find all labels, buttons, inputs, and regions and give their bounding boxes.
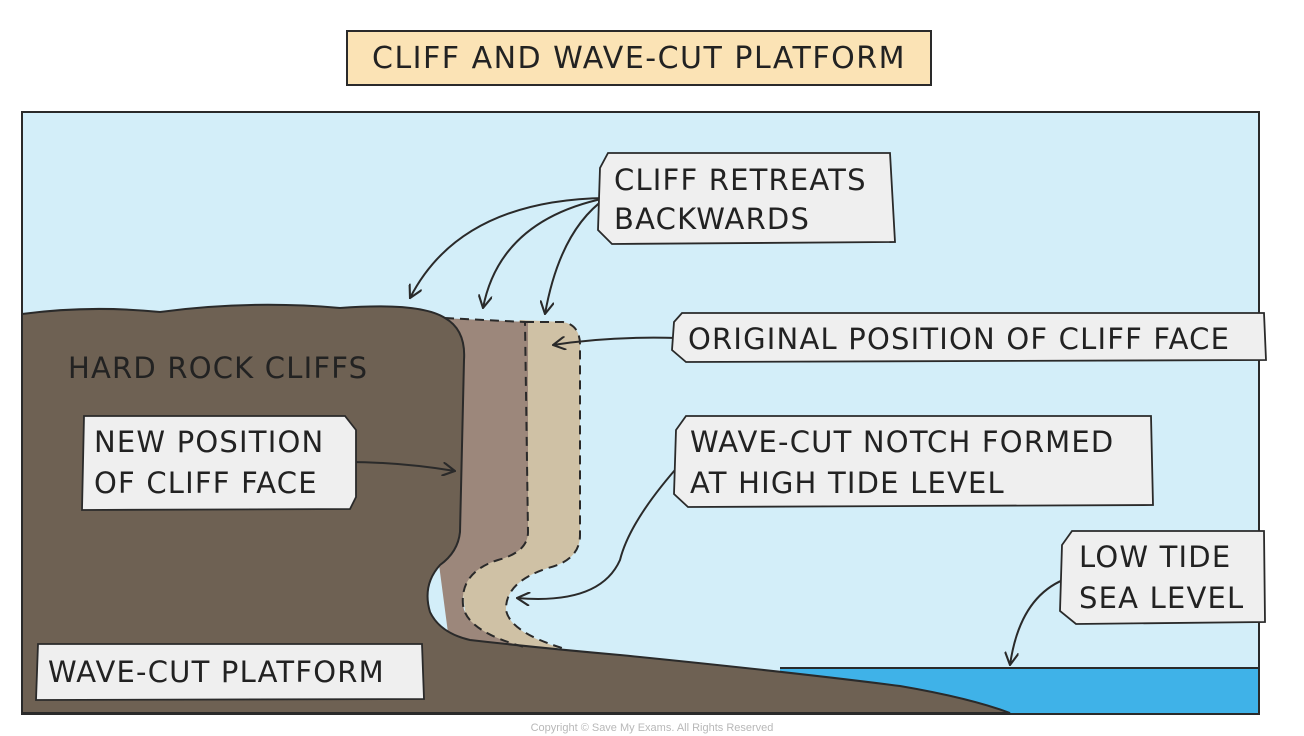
diagram-title: CLIFF AND WAVE-CUT PLATFORM	[346, 30, 932, 86]
copyright-notice: Copyright © Save My Exams. All Rights Re…	[530, 722, 774, 734]
intermediate-face-outline	[444, 317, 530, 649]
arrow-original-position	[553, 338, 679, 345]
label-wave-cut-platform-line-1: WAVE-CUT PLATFORM	[48, 655, 385, 689]
label-cliff-retreats: CLIFF RETREATS BACKWARDS	[597, 152, 896, 245]
label-low-tide-line-1: LOW TIDE	[1079, 540, 1231, 574]
label-new-position-line-2: OF CLIFF FACE	[94, 466, 318, 500]
arrow-retreat-1	[410, 197, 607, 298]
arrow-wave-cut-notch	[517, 461, 683, 599]
label-hard-rock-cliffs: HARD ROCK CLIFFS	[68, 351, 368, 385]
arrow-new-position	[347, 461, 455, 471]
hard-rock-cliff	[21, 303, 1011, 714]
label-wave-cut-platform: WAVE-CUT PLATFORM	[35, 643, 425, 701]
label-low-tide: LOW TIDE SEA LEVEL	[1059, 530, 1266, 625]
label-wave-cut-notch-line-2: AT HIGH TIDE LEVEL	[690, 466, 1005, 500]
label-original-position-line-1: ORIGINAL POSITION OF CLIFF FACE	[688, 322, 1230, 356]
arrow-low-tide	[1010, 577, 1069, 665]
label-wave-cut-notch: WAVE-CUT NOTCH FORMED AT HIGH TIDE LEVEL	[673, 415, 1154, 508]
label-new-position-line-1: NEW POSITION	[94, 425, 324, 459]
arrow-retreat-3	[545, 197, 607, 314]
label-cliff-retreats-line-1: CLIFF RETREATS	[614, 163, 867, 197]
label-wave-cut-notch-line-1: WAVE-CUT NOTCH FORMED	[690, 425, 1114, 459]
label-cliff-retreats-line-2: BACKWARDS	[614, 202, 810, 236]
label-original-position: ORIGINAL POSITION OF CLIFF FACE	[671, 312, 1267, 363]
arrow-retreat-2	[483, 197, 607, 308]
label-new-position: NEW POSITION OF CLIFF FACE	[81, 415, 357, 511]
label-low-tide-line-2: SEA LEVEL	[1079, 581, 1244, 615]
